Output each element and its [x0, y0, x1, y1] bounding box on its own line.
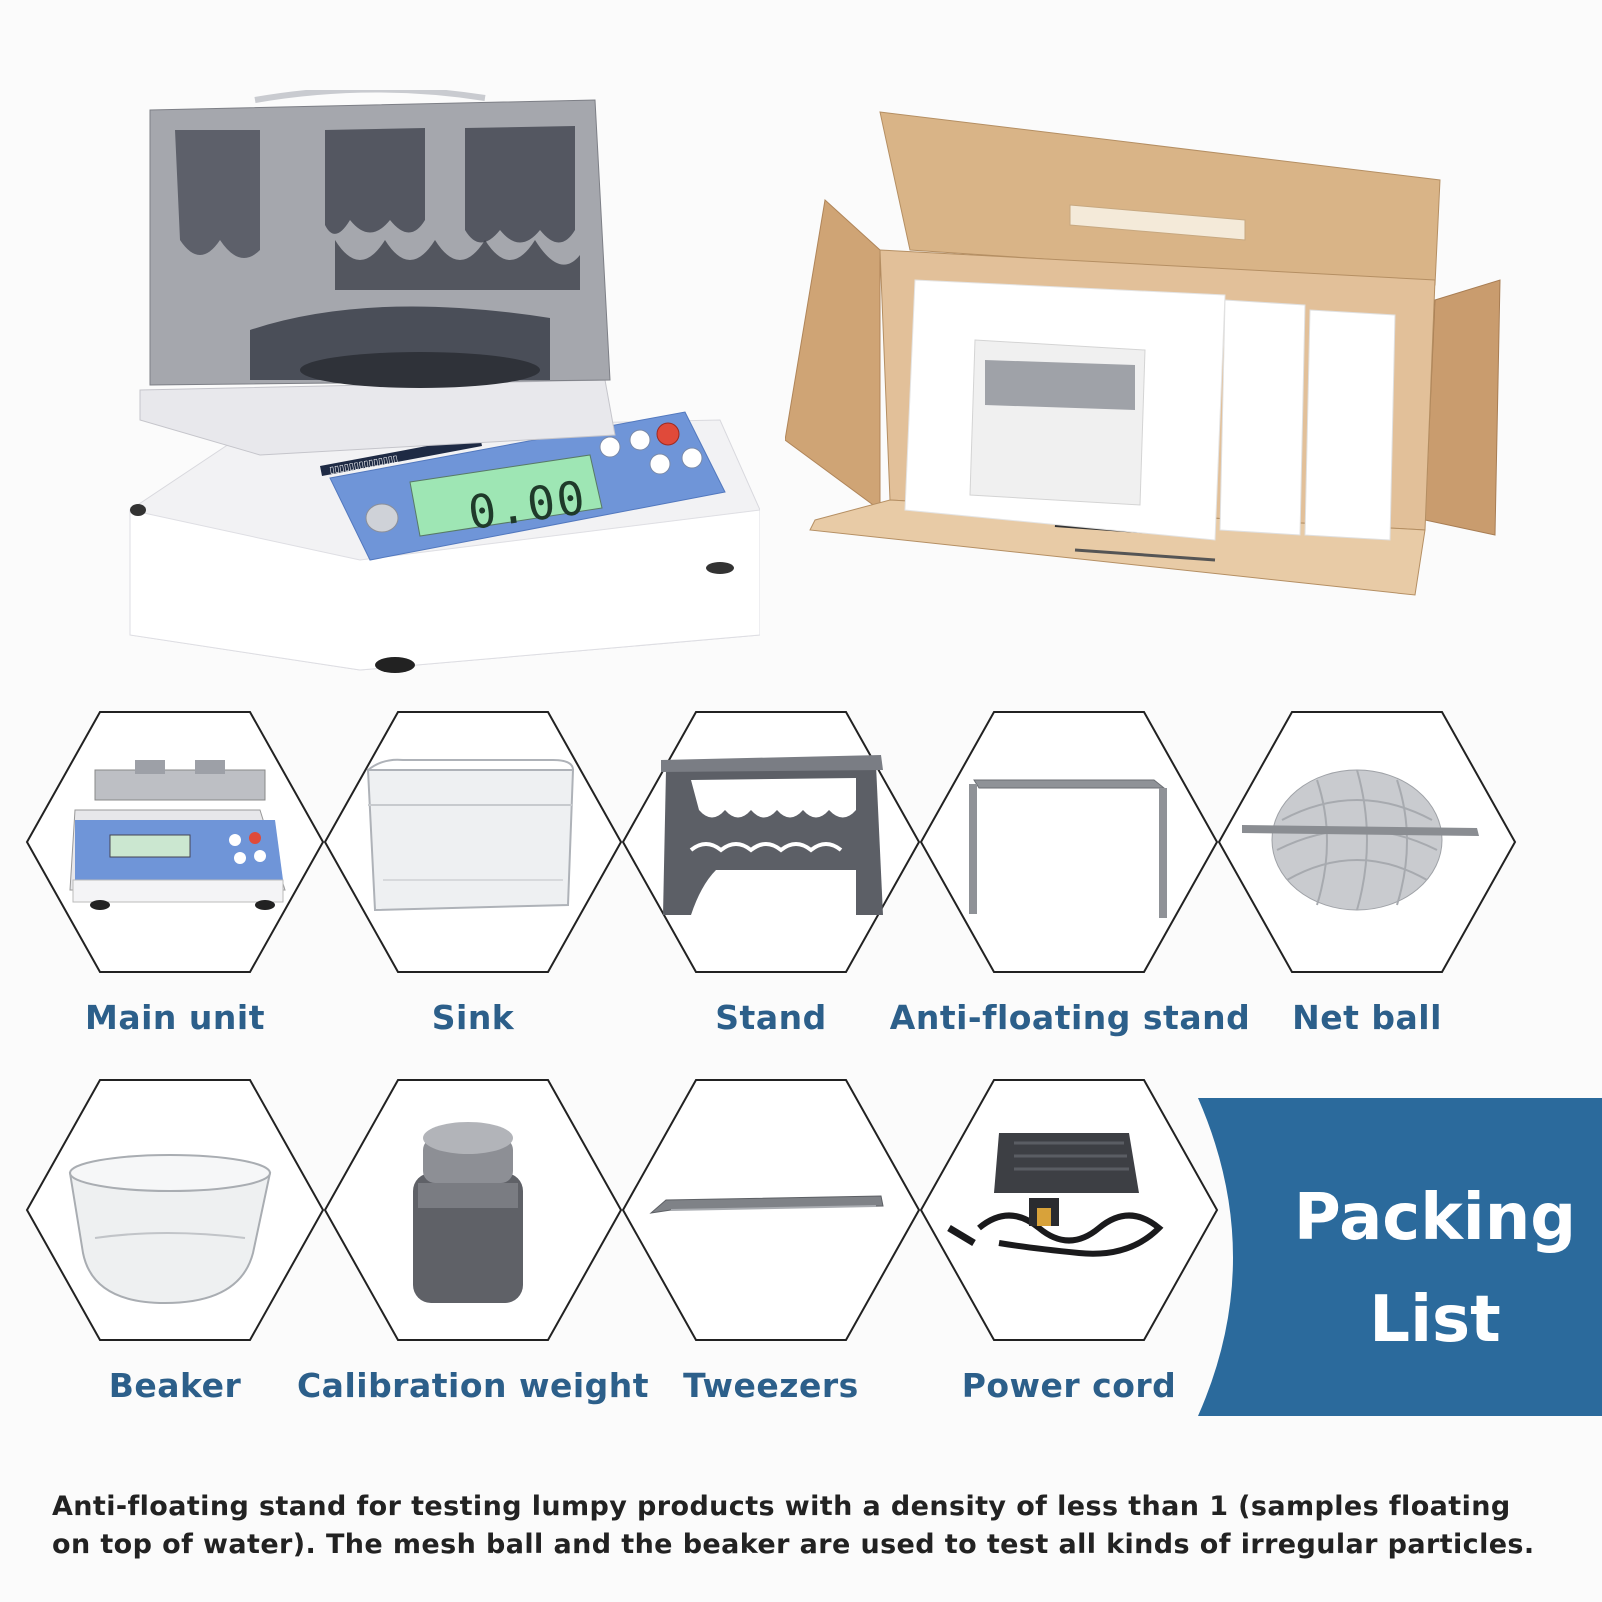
hex-frame-main-unit	[25, 711, 325, 973]
label-beaker: Beaker	[108, 1366, 242, 1405]
sink-container-icon	[366, 758, 575, 912]
footnote-line-2: on top of water). The mesh ball and the …	[52, 1529, 1535, 1560]
stand-icon	[661, 755, 883, 915]
hex-frame-stand	[621, 711, 921, 973]
packing-list-title-line1: Packing	[1293, 1181, 1577, 1255]
density-meter-image: ▯▯▯▯▯▯▯▯▯▯▯▯▯▯	[129, 90, 760, 673]
net-ball-icon	[1242, 769, 1479, 911]
power-cord-icon	[947, 1133, 1164, 1257]
balance-main-unit-icon	[69, 760, 286, 910]
label-sink: Sink	[431, 998, 515, 1037]
packing-box-image	[785, 111, 1501, 596]
footnote-line-1: Anti-floating stand for testing lumpy pr…	[52, 1491, 1511, 1522]
hex-frame-power-cord	[919, 1079, 1219, 1341]
label-stand: Stand	[715, 998, 827, 1037]
calibration-weight-icon	[413, 1122, 523, 1303]
hex-frame-calibration-weight	[323, 1079, 623, 1341]
footnote-text: Anti-floating stand for testing lumpy pr…	[52, 1488, 1572, 1564]
label-calibration-weight: Calibration weight	[296, 1366, 650, 1405]
packing-list-banner	[1198, 1098, 1602, 1416]
anti-floating-stand-icon	[969, 779, 1167, 918]
label-main-unit: Main unit	[85, 998, 265, 1037]
hex-frame-beaker	[25, 1079, 325, 1341]
tweezers-icon	[649, 1195, 884, 1214]
beaker-icon	[68, 1154, 272, 1305]
packing-list-title-line2: List	[1369, 1283, 1501, 1357]
hex-frame-net-ball	[1217, 711, 1517, 973]
label-net-ball: Net ball	[1292, 998, 1442, 1037]
label-power-cord: Power cord	[961, 1366, 1177, 1405]
label-anti-floating-stand: Anti-floating stand	[889, 998, 1251, 1037]
hex-frame-anti-floating-stand	[919, 711, 1219, 973]
label-tweezers: Tweezers	[683, 1366, 859, 1405]
hex-frame-tweezers	[621, 1079, 921, 1341]
hex-frame-sink	[323, 711, 623, 973]
